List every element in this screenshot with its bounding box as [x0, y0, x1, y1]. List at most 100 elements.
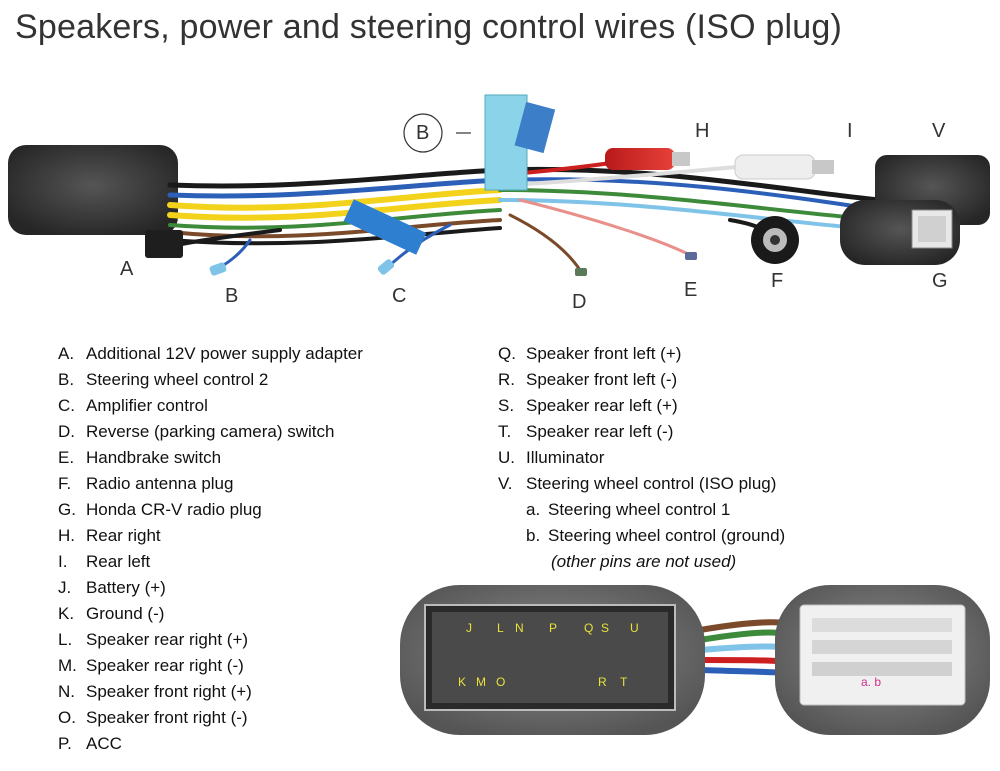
legend-item: T. Speaker rear left (-) — [498, 419, 673, 445]
legend-key: F. — [58, 474, 72, 493]
pin-label: Q — [584, 621, 594, 635]
callout-d: D — [572, 291, 587, 313]
legend-item: P. ACC — [58, 731, 122, 757]
legend-item: Q. Speaker front left (+) — [498, 341, 681, 367]
callout-b-top: B — [416, 122, 430, 144]
legend-key: O. — [58, 708, 76, 727]
legend-item: A. Additional 12V power supply adapter — [58, 341, 363, 367]
legend-text: Battery (+) — [86, 578, 166, 597]
legend-text: Speaker front right (-) — [86, 708, 248, 727]
legend-text: Radio antenna plug — [86, 474, 234, 493]
callout-e: E — [684, 279, 698, 301]
rca-rear-left-plug — [734, 154, 834, 180]
legend-key: M. — [58, 656, 77, 675]
legend-item: I. Rear left — [58, 549, 150, 575]
legend-text: Speaker rear left (+) — [526, 396, 678, 415]
legend-key: a. — [526, 500, 541, 519]
legend-key: N. — [58, 682, 75, 701]
callout-c: C — [392, 285, 407, 307]
legend-key: U. — [498, 448, 515, 467]
legend-text: Speaker front left (-) — [526, 370, 678, 389]
legend-key: S. — [498, 396, 515, 415]
pin-label: P — [549, 621, 558, 635]
pin-label: S — [601, 621, 610, 635]
iso-connector-right — [775, 585, 990, 735]
pin-label: O — [496, 675, 506, 689]
callout-i: I — [847, 120, 853, 142]
legend-key: P. — [58, 734, 72, 753]
legend-text: Rear left — [86, 552, 151, 571]
legend-item: G.Honda CR-V radio plug — [58, 497, 262, 523]
legend-item: C.Amplifier control — [58, 393, 208, 419]
legend-item: E. Handbrake switch — [58, 445, 221, 471]
legend-text: Handbrake switch — [86, 448, 222, 467]
legend-key: T. — [498, 422, 512, 441]
legend-item: H. Rear right — [58, 523, 161, 549]
pin-label: K — [458, 675, 467, 689]
legend-key: K. — [58, 604, 75, 623]
callout-b: B — [225, 285, 239, 307]
page-title: Speakers, power and steering control wir… — [15, 8, 842, 46]
callout-b-circle — [403, 113, 443, 153]
legend-key: J. — [58, 578, 72, 597]
legend-note: (other pins are not used) — [551, 552, 737, 571]
legend-text: Additional 12V power supply adapter — [86, 344, 363, 363]
legend-key: L. — [58, 630, 73, 649]
legend-key: V. — [498, 474, 513, 493]
radio-connector-foam — [8, 145, 178, 235]
legend-item: D. Reverse (parking camera) switch — [58, 419, 334, 445]
legend-text: Speaker rear left (-) — [526, 422, 674, 441]
pin-label: N — [515, 621, 524, 635]
legend-text: Speaker rear right (+) — [86, 630, 249, 649]
legend-text: Speaker front right (+) — [86, 682, 252, 701]
legend-text: Rear right — [86, 526, 161, 545]
legend-item: S. Speaker rear left (+) — [498, 393, 678, 419]
legend-key: E. — [58, 448, 75, 467]
legend-text: Illuminator — [526, 448, 605, 467]
pin-label-ab: a. b — [861, 675, 882, 689]
rca-rear-right-plug — [605, 148, 690, 170]
legend-text: Ground (-) — [86, 604, 165, 623]
legend-key: G. — [58, 500, 76, 519]
legend-item: b. Steering wheel control (ground) — [526, 523, 785, 549]
legend-item: R. Speaker front left (-) — [498, 367, 677, 393]
legend-item: B. Steering wheel control 2 — [58, 367, 268, 393]
legend-item: K. Ground (-) — [58, 601, 164, 627]
legend-item: L. Speaker rear right (+) — [58, 627, 248, 653]
pin-label: R — [598, 675, 607, 689]
legend-key: H. — [58, 526, 75, 545]
legend-key: I. — [58, 552, 68, 571]
legend-text: Speaker rear right (-) — [86, 656, 244, 675]
iso-connector-left — [400, 585, 803, 735]
legend-key: b. — [526, 526, 541, 545]
legend-key: R. — [498, 370, 515, 389]
legend-item: N. Speaker front right (+) — [58, 679, 252, 705]
legend-text: Steering wheel control 2 — [86, 370, 269, 389]
legend-item: F. Radio antenna plug — [58, 471, 233, 497]
power-adapter-connector — [145, 230, 183, 258]
legend-key: Q. — [498, 344, 516, 363]
legend-text: ACC — [86, 734, 122, 753]
callout-a: A — [120, 258, 134, 280]
legend-item: J. Battery (+) — [58, 575, 166, 601]
callout-f: F — [771, 270, 784, 292]
legend-item: V. Steering wheel control (ISO plug) — [498, 471, 776, 497]
legend-text: Steering wheel control (ground) — [548, 526, 786, 545]
callout-h: H — [695, 120, 710, 142]
pin-label: J — [466, 621, 472, 635]
antenna-plug — [751, 216, 799, 264]
pin-label: T — [620, 675, 628, 689]
legend-text: Speaker front left (+) — [526, 344, 682, 363]
legend-text: Reverse (parking camera) switch — [86, 422, 335, 441]
legend-item: O. Speaker front right (-) — [58, 705, 248, 731]
pin-label: M — [476, 675, 486, 689]
legend-item: a.Steering wheel control 1 — [526, 497, 730, 523]
legend-text: Steering wheel control (ISO plug) — [526, 474, 777, 493]
legend-key: A. — [58, 344, 75, 363]
legend-key: B. — [58, 370, 75, 389]
legend-key: C. — [58, 396, 75, 415]
legend-item: M. Speaker rear right (-) — [58, 653, 244, 679]
legend-key: D. — [58, 422, 75, 441]
pin-label: U — [630, 621, 639, 635]
